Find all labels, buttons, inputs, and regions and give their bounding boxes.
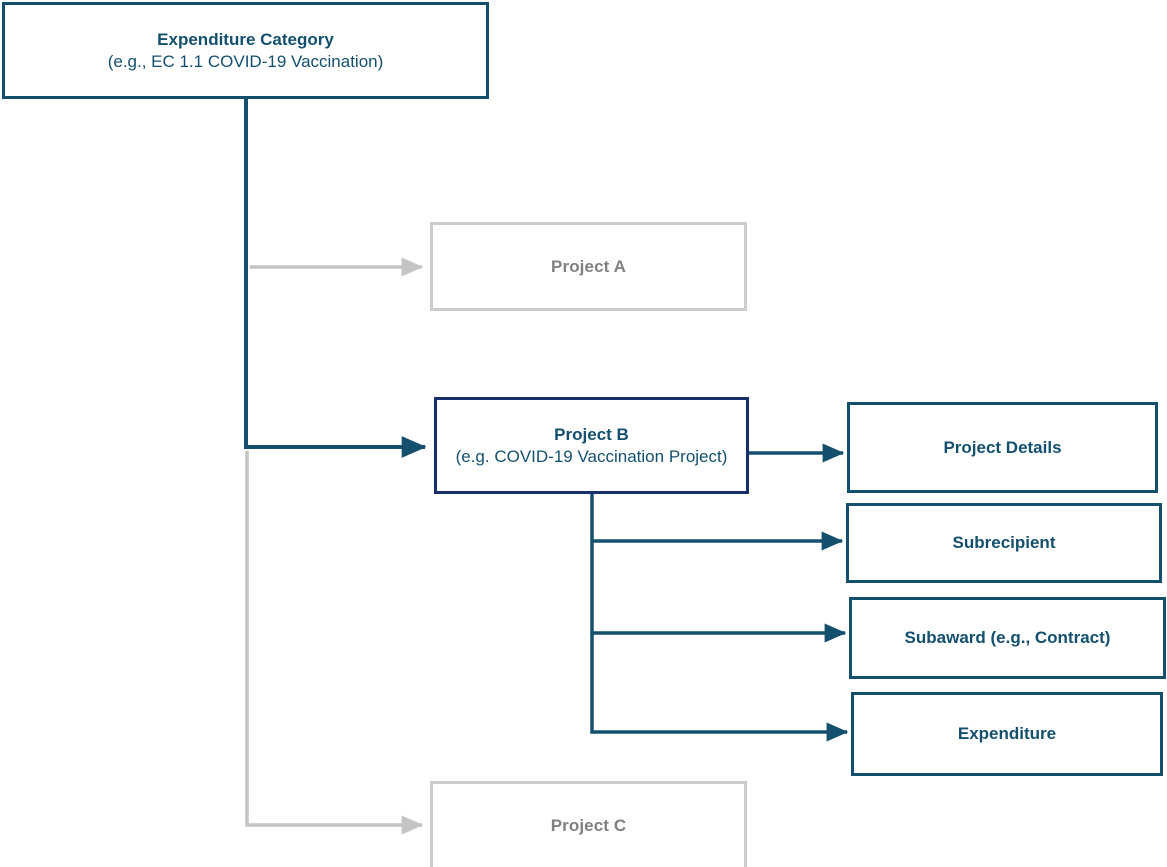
node-project-details-title: Project Details — [943, 437, 1062, 457]
edge-project-b-to-subrecipient — [590, 494, 844, 551]
node-expenditure[interactable]: Expenditure — [851, 692, 1163, 776]
node-project-a[interactable]: Project A — [430, 222, 747, 311]
node-project-b[interactable]: Project B (e.g. COVID-19 Vaccination Pro… — [434, 397, 749, 494]
node-project-c[interactable]: Project C — [430, 781, 747, 867]
edge-expenditure-category-to-project-b — [244, 99, 427, 458]
node-project-b-subtitle: (e.g. COVID-19 Vaccination Project) — [455, 446, 728, 466]
node-subaward-title: Subaward (e.g., Contract) — [904, 628, 1111, 648]
node-project-c-title: Project C — [550, 815, 627, 835]
node-expenditure-category[interactable]: Expenditure Category (e.g., EC 1.1 COVID… — [2, 2, 489, 99]
node-expenditure-category-title: Expenditure Category — [157, 30, 334, 50]
node-project-b-title: Project B — [554, 425, 629, 445]
node-project-details[interactable]: Project Details — [847, 402, 1158, 493]
edge-project-b-to-subaward — [590, 541, 847, 643]
node-expenditure-category-subtitle: (e.g., EC 1.1 COVID-19 Vaccination) — [107, 51, 384, 71]
node-subrecipient-title: Subrecipient — [952, 533, 1056, 553]
node-expenditure-title: Expenditure — [957, 724, 1057, 744]
node-subaward[interactable]: Subaward (e.g., Contract) — [849, 597, 1166, 679]
edge-expenditure-category-to-project-c — [245, 451, 424, 835]
node-subrecipient[interactable]: Subrecipient — [846, 503, 1162, 583]
node-project-a-title: Project A — [551, 256, 626, 276]
edge-project-b-to-expenditure — [590, 633, 849, 742]
